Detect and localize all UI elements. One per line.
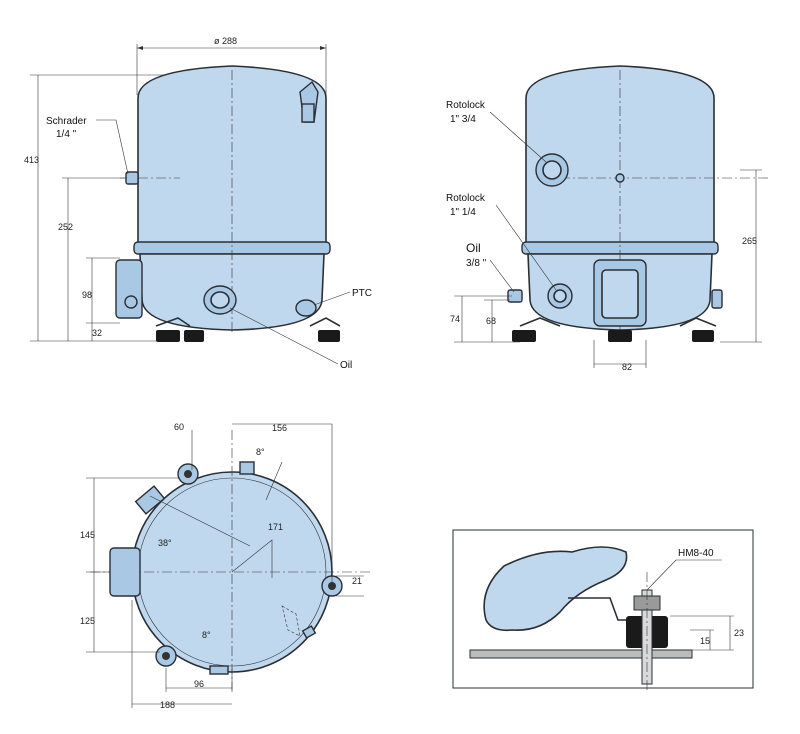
side-foot-right	[318, 330, 340, 342]
detail-compressor-blob	[483, 546, 628, 632]
front-oil-label: Oil	[466, 241, 481, 255]
terminal-box-icon	[115, 259, 143, 319]
top-dim-171: 171	[268, 522, 283, 532]
schrader-size: 1/4 "	[56, 129, 77, 140]
top-box-stub	[109, 547, 141, 597]
detail-bolt-label: HM8-40	[678, 548, 714, 559]
side-dim-schrader-height: 252	[58, 222, 73, 232]
detail-dim-23: 23	[734, 628, 744, 638]
side-foot-left	[156, 330, 180, 342]
side-view: ø 288 413 252 98 32	[24, 36, 372, 371]
side-dim-height: 413	[24, 155, 39, 165]
front-oil-size: 3/8 "	[466, 258, 487, 269]
top-dim-8-top: 8°	[256, 447, 265, 457]
top-dim-145: 145	[80, 530, 95, 540]
schrader-label: Schrader	[46, 116, 87, 127]
front-view: 265 74 68 82 Rotolock 1" 3/4 Rotolock 1"…	[446, 65, 770, 372]
rotolock-top-size: 1" 3/4	[450, 114, 476, 125]
ptc-fitting-icon	[295, 299, 317, 317]
top-dim-188: 188	[160, 700, 175, 710]
top-dim-8-bottom: 8°	[202, 630, 211, 640]
side-dim-diameter: ø 288	[214, 36, 237, 46]
top-dim-21: 21	[352, 576, 362, 586]
top-dim-125: 125	[80, 616, 95, 626]
top-suction-stub	[134, 485, 166, 515]
front-dim-265: 265	[742, 236, 757, 246]
side-oil-label: Oil	[340, 360, 352, 371]
detail-dim-15: 15	[700, 636, 710, 646]
top-dim-60: 60	[174, 422, 184, 432]
front-foot-left	[512, 330, 536, 342]
rotolock-top-label: Rotolock	[446, 100, 486, 111]
rotolock-bottom-label: Rotolock	[446, 193, 486, 204]
schrader-fitting-icon	[125, 171, 139, 185]
side-foot-mid	[184, 330, 204, 342]
front-dim-74: 74	[450, 314, 460, 324]
top-dim-156: 156	[272, 423, 287, 433]
top-dim-96: 96	[194, 679, 204, 689]
top-view: 60 156 8° 171 38° 145 125 21 8° 96 188	[80, 422, 370, 710]
top-dim-38: 38°	[158, 538, 172, 548]
mounting-detail-view: HM8-40 15 23	[452, 529, 754, 690]
side-dim-box-bottom: 32	[92, 328, 102, 338]
side-dim-box-height: 98	[82, 290, 92, 300]
front-foot-right	[692, 330, 714, 342]
detail-base-plate	[469, 649, 693, 659]
front-dim-82: 82	[622, 362, 632, 372]
front-foot-mid	[608, 330, 632, 342]
rotolock-bottom-size: 1" 1/4	[450, 207, 476, 218]
ptc-label: PTC	[352, 288, 372, 299]
front-dim-68: 68	[486, 316, 496, 326]
